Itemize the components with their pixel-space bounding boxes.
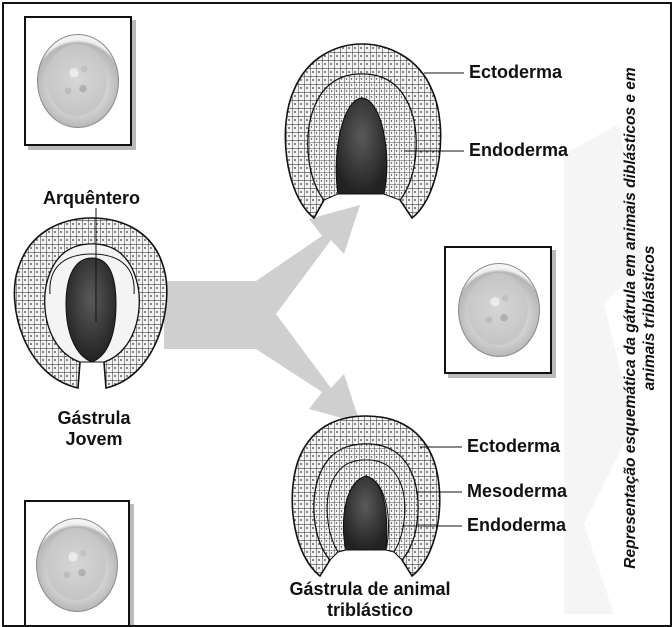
young-gastrula-caption-line1: Gástrula xyxy=(34,408,154,429)
triploblastic-mesoderma-label: Mesoderma xyxy=(467,481,567,502)
diploblastic-endoderma-label: Endoderma xyxy=(469,140,568,161)
figure-title-line1: Representação esquemática da gátrula em … xyxy=(621,18,640,618)
arquentero-label: Arquêntero xyxy=(43,188,140,209)
triploblastic-caption-line2: triblástico xyxy=(270,600,470,621)
triploblastic-ectoderma-label: Ectoderma xyxy=(467,436,560,457)
triploblastic-caption-line1: Gástrula de animal xyxy=(270,579,470,600)
triploblastic-caption: Gástrula de animal triblástico xyxy=(270,579,470,621)
diagram-drawing xyxy=(4,4,670,625)
triploblastic-endoderma-label: Endoderma xyxy=(467,515,566,536)
young-gastrula xyxy=(14,208,166,388)
figure-title-line2: animais triblásticos xyxy=(640,18,659,618)
young-gastrula-caption-line2: Jovem xyxy=(34,429,154,450)
triploblastic-gastrula xyxy=(292,416,462,576)
diploblastic-gastrula xyxy=(285,44,464,218)
diploblastic-ectoderma-label: Ectoderma xyxy=(469,62,562,83)
young-gastrula-caption: Gástrula Jovem xyxy=(34,408,154,450)
figure-title: Representação esquemática da gátrula em … xyxy=(621,18,667,618)
branching-arrow xyxy=(164,205,360,423)
